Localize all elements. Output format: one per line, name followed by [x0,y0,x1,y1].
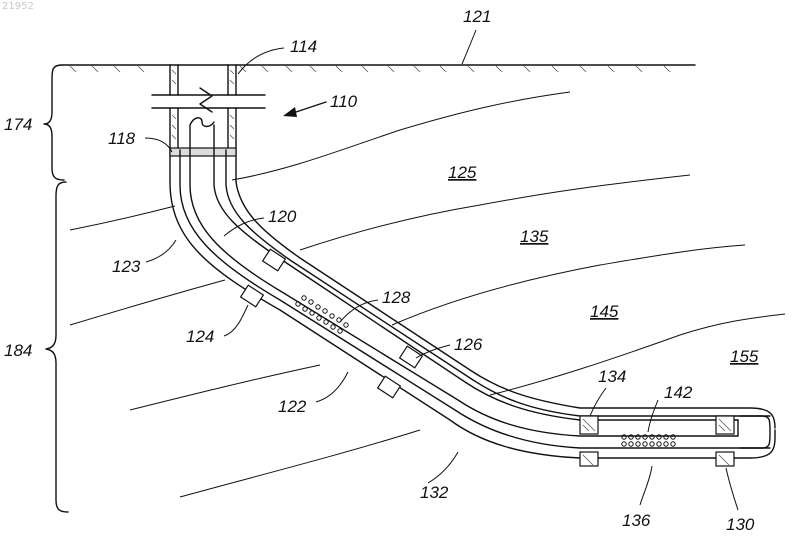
label-132: 132 [420,483,449,502]
leader-136 [640,466,652,505]
brace-184 [46,182,68,512]
figure-id-text: 21952 [2,1,34,12]
reference-labels: 121 114 110 174 118 120 123 124 128 126 … [4,7,759,534]
formation-boundary-3 [300,175,690,250]
label-145: 145 [590,302,619,321]
leader-121 [462,30,476,64]
packer-126-upper [263,249,286,271]
packer-126-lower [378,376,401,398]
label-174: 174 [4,115,32,134]
label-120: 120 [268,207,297,226]
label-121: 121 [463,7,491,26]
leader-118 [145,138,172,152]
toe-cap [740,416,770,448]
leader-132 [428,452,458,483]
label-130: 130 [726,515,755,534]
outer-tubular-lower-wall [180,150,770,448]
label-134: 134 [598,367,626,386]
label-136: 136 [622,511,651,530]
leader-120 [224,218,264,236]
inner-tubular-top-break [190,118,214,127]
leader-lines [145,48,738,510]
leader-123 [146,240,176,262]
formation-boundary-8 [180,430,420,497]
label-124: 124 [186,327,214,346]
formation-boundary-5 [392,245,745,325]
leader-122 [316,372,348,402]
leader-114 [238,48,284,74]
leader-130 [726,468,738,510]
vertical-casing [152,65,265,182]
formation-boundary-2 [70,206,175,230]
outer-tubular-upper-wall [226,150,770,416]
label-123: 123 [112,257,141,276]
label-114: 114 [290,37,317,56]
packer-130-lower [716,452,734,466]
label-184: 184 [4,341,32,360]
brace-174 [44,65,64,180]
label-126: 126 [454,335,483,354]
leader-124 [224,305,248,336]
leader-134 [590,388,606,416]
formation-boundary-1 [232,92,570,180]
formation-boundary-4 [70,280,225,325]
arrow-110 [283,102,326,117]
label-122: 122 [278,397,307,416]
ground-hatching [70,66,670,72]
label-128: 128 [382,288,411,307]
label-125: 125 [448,163,477,182]
label-110: 110 [330,92,358,111]
label-155: 155 [730,347,759,366]
label-135: 135 [520,227,549,246]
packer-126 [400,346,423,368]
label-142: 142 [664,383,693,402]
label-118: 118 [108,129,136,148]
packer-134-lower [580,452,598,466]
